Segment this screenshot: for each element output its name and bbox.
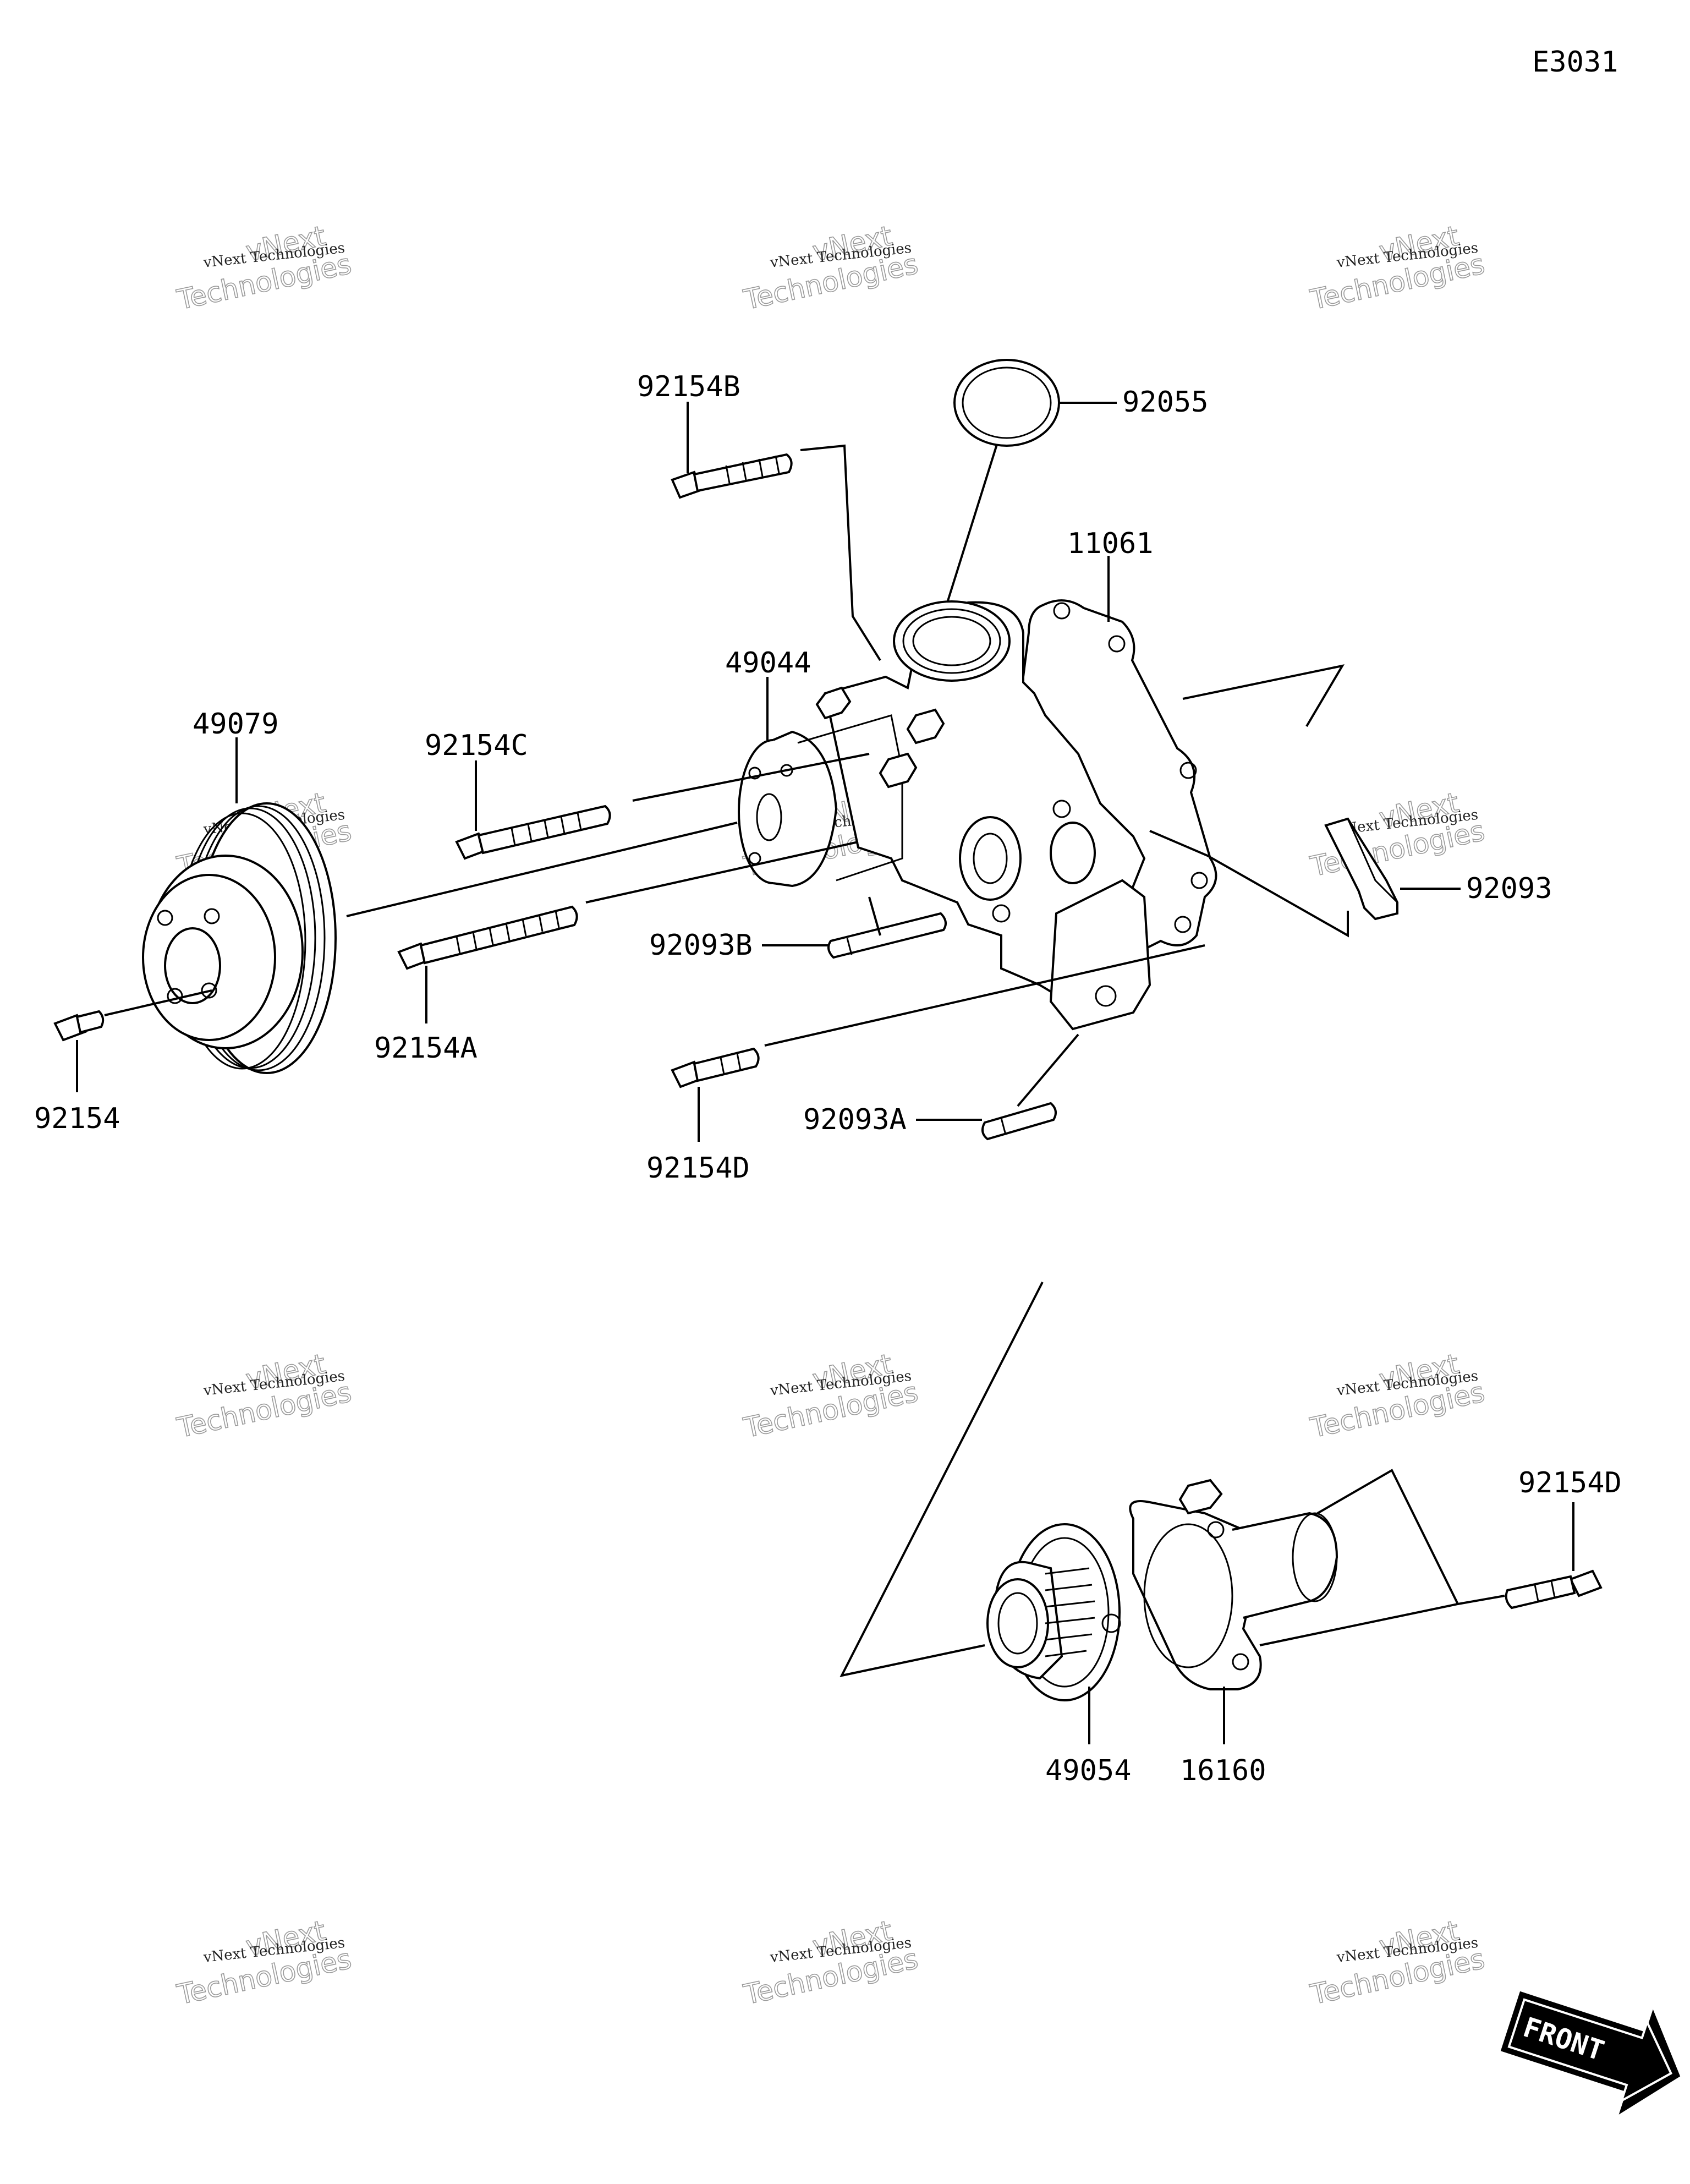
guide-92093 — [1149, 830, 1349, 938]
label-11061: 11061 — [1067, 527, 1154, 560]
guide-49079 — [346, 822, 738, 917]
guide-92093A — [1017, 1033, 1079, 1107]
dowel-92093B[interactable] — [827, 912, 947, 959]
label-92154D-lower: 92154D — [1518, 1466, 1622, 1499]
watermark-tile: Technologies vNext vNext Technologies — [740, 219, 921, 316]
watermark-tile: Technologies vNext vNext Technologies — [740, 1347, 921, 1444]
watermark-tile: Technologies vNext vNext Technologies — [174, 1914, 355, 2011]
watermark-tile: Technologies vNext vNext Technologies — [1307, 1347, 1488, 1444]
label-49044: 49044 — [725, 647, 811, 680]
label-49079: 49079 — [193, 708, 279, 741]
watermark-tile: Technologies vNext vNext Technologies — [174, 1347, 355, 1444]
guide-92093B — [868, 896, 881, 936]
pulley-49079[interactable] — [142, 802, 337, 1074]
o-ring-92055[interactable] — [953, 359, 1060, 447]
watermark-tile: Technologies vNext vNext Technologies — [1307, 1914, 1488, 2011]
label-92055: 92055 — [1122, 386, 1209, 419]
label-92093A: 92093A — [803, 1103, 907, 1136]
label-92093: 92093 — [1466, 872, 1552, 905]
diagram-code: E3031 — [1532, 46, 1618, 79]
label-92154C: 92154C — [425, 729, 528, 762]
bolt-92154B[interactable] — [671, 453, 793, 499]
guide-92154 — [104, 989, 212, 1016]
bolt-92154[interactable] — [53, 1010, 105, 1042]
clip-92093[interactable] — [1324, 817, 1398, 921]
label-49054: 49054 — [1045, 1754, 1132, 1787]
watermark-tile: Technologies vNext vNext Technologies — [1307, 219, 1488, 316]
guide-92154D-lower — [1457, 1595, 1505, 1605]
guide-lower-assembly — [839, 1282, 1044, 1677]
watermark-tile: Technologies vNext vNext Technologies — [174, 219, 355, 316]
guide-92154A — [585, 841, 859, 904]
watermark-tile: Technologies vNext vNext Technologies — [740, 1914, 921, 2011]
bolt-92154D-lower[interactable] — [1505, 1569, 1603, 1610]
front-arrow: FRONT — [1500, 1991, 1681, 2115]
bolt-92154A[interactable] — [397, 905, 578, 970]
dowel-92093A[interactable] — [981, 1102, 1057, 1141]
bolt-92154C[interactable] — [455, 804, 611, 860]
guide-92154D-upper — [764, 944, 1205, 1047]
guide-11061 — [1182, 664, 1345, 727]
thermostat-housing-16160[interactable] — [1129, 1479, 1338, 1690]
bolt-92154D-upper[interactable] — [671, 1047, 760, 1088]
label-16160: 16160 — [1180, 1754, 1266, 1787]
thermostat-49054[interactable] — [986, 1523, 1121, 1701]
water-pump-49044[interactable] — [738, 600, 1151, 1031]
label-92154A: 92154A — [374, 1032, 478, 1065]
guide-92154C — [632, 753, 870, 802]
guide-16160 — [1259, 1469, 1459, 1646]
label-92154: 92154 — [34, 1102, 120, 1135]
guide-92154B — [800, 444, 881, 661]
label-92154D-upper: 92154D — [646, 1152, 750, 1185]
label-92154B: 92154B — [637, 370, 740, 403]
label-92093B: 92093B — [649, 929, 753, 962]
